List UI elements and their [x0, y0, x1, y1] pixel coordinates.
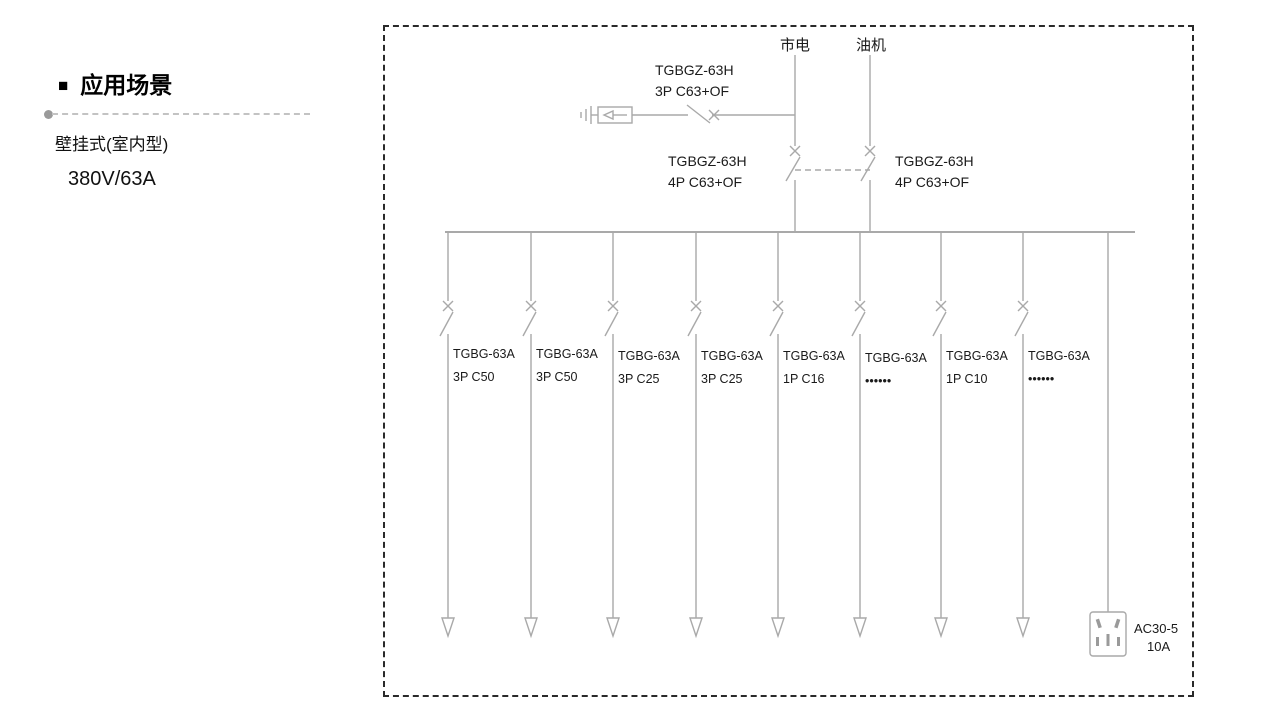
breaker-icon	[522, 300, 537, 337]
feeder-model: TGBG-63A	[783, 349, 845, 363]
feeder-line	[522, 232, 538, 639]
square-bullet-icon: ■	[58, 76, 69, 95]
socket-branch	[1089, 232, 1127, 657]
breaker-icon	[785, 145, 801, 182]
breaker-icon	[604, 300, 619, 337]
arrow-icon	[524, 617, 538, 639]
feeder-spec: ••••••	[865, 374, 892, 389]
feeder-line	[932, 232, 948, 639]
feeder-model: TGBG-63A	[946, 349, 1008, 363]
socket-model: AC30-5	[1134, 621, 1179, 636]
feeder-model: TGBG-63A	[701, 349, 763, 363]
spd-breaker-model: TGBGZ-63H	[655, 62, 734, 78]
incomer-left-model: TGBGZ-63H	[668, 153, 747, 169]
incomer-right-model: TGBGZ-63H	[895, 153, 974, 169]
diagram-border	[383, 25, 1194, 697]
section-title: ■ 应用场景	[58, 72, 172, 98]
incomer-left-spec: 4P C63+OF	[668, 174, 743, 190]
feeder-label: TGBG-63A ••••••	[865, 351, 927, 389]
mains-source-label: 市电	[780, 37, 811, 54]
socket-icon	[1089, 611, 1127, 657]
feeder-label: TGBG-63A 3P C50	[453, 347, 515, 385]
feeder-spec: 1P C10	[946, 372, 988, 387]
breaker-icon	[932, 300, 947, 337]
rule-dot	[44, 110, 53, 119]
feeder-line	[769, 232, 785, 639]
feeder-label: TGBG-63A 3P C25	[618, 349, 680, 387]
arrow-icon	[934, 617, 948, 639]
arrow-icon	[1016, 617, 1030, 639]
arrow-icon	[606, 617, 620, 639]
breaker-icon	[439, 300, 454, 337]
feeder-spec: ••••••	[1028, 372, 1055, 387]
mains-line	[785, 55, 801, 232]
breaker-icon	[686, 104, 720, 124]
arrow-icon	[853, 617, 867, 639]
dashed-rule	[52, 113, 310, 115]
spd-breaker-spec: 3P C63+OF	[655, 83, 730, 99]
spd-branch	[580, 104, 795, 124]
breaker-icon	[687, 300, 702, 337]
socket-rating: 10A	[1147, 639, 1171, 654]
breaker-icon	[851, 300, 866, 337]
feeder-model: TGBG-63A	[618, 349, 680, 363]
feeder-model: TGBG-63A	[536, 347, 598, 361]
mount-type-label: 壁挂式(室内型)	[55, 135, 169, 154]
feeder-model: TGBG-63A	[453, 347, 515, 361]
feeder-label: TGBG-63A 1P C10	[946, 349, 1008, 387]
breaker-icon	[860, 145, 876, 182]
breaker-icon	[769, 300, 784, 337]
arrow-icon	[689, 617, 703, 639]
genset-line	[860, 55, 876, 232]
feeder-label: TGBG-63A 1P C16	[783, 349, 845, 387]
ground-icon	[580, 106, 592, 124]
feeder-spec: 3P C25	[618, 372, 660, 387]
feeder-model: TGBG-63A	[865, 351, 927, 365]
incomer-right-spec: 4P C63+OF	[895, 174, 970, 190]
feeder-spec: 1P C16	[783, 372, 825, 387]
feeder-model: TGBG-63A	[1028, 349, 1090, 363]
feeder-line	[1014, 232, 1030, 639]
feeder-line	[687, 232, 703, 639]
feeder-label: TGBG-63A 3P C25	[701, 349, 763, 387]
arrow-icon	[441, 617, 455, 639]
arrow-icon	[771, 617, 785, 639]
spd-icon	[597, 106, 633, 124]
rating-label: 380V/63A	[68, 168, 156, 190]
breaker-icon	[1014, 300, 1029, 337]
feeder-line	[604, 232, 620, 639]
feeder-label: TGBG-63A ••••••	[1028, 349, 1090, 387]
feeder-line	[851, 232, 867, 639]
feeder-spec: 3P C25	[701, 372, 743, 387]
section-title-text: 应用场景	[80, 72, 173, 98]
feeder-line	[439, 232, 455, 639]
feeder-label: TGBG-63A 3P C50	[536, 347, 598, 385]
feeder-spec: 3P C50	[536, 370, 578, 385]
genset-source-label: 油机	[856, 37, 887, 54]
feeder-spec: 3P C50	[453, 370, 495, 385]
